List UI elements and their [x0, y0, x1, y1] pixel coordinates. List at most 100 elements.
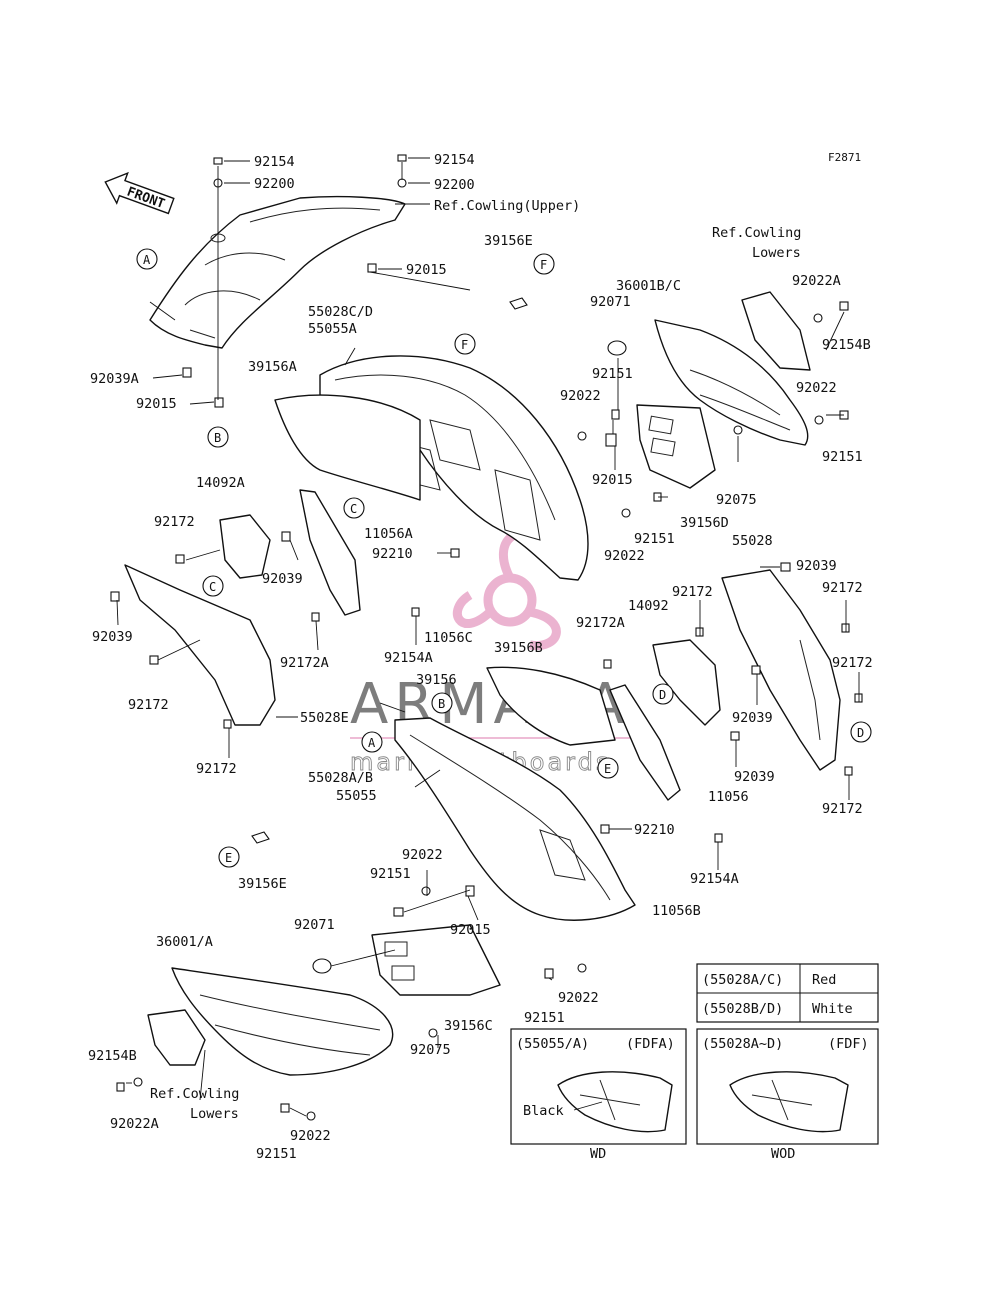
bracket-11056 [609, 684, 681, 801]
cowling-55028 [721, 569, 841, 771]
part-label: 92071 [590, 294, 631, 310]
part-label: 55055 [336, 788, 377, 804]
part-label: 92022 [402, 847, 443, 863]
sticker-39156a [274, 394, 421, 501]
part-label: Lowers [190, 1106, 239, 1122]
part-label: 92075 [716, 492, 757, 508]
part-label: 92022A [110, 1116, 159, 1132]
color-table: (55028A/C) Red (55028B/D) White [696, 963, 879, 1023]
fasteners [110, 154, 863, 1121]
sticker-39156e-bottom [251, 831, 270, 844]
part-label: 11056A [364, 526, 413, 542]
variant-note: Black [523, 1103, 564, 1119]
part-label: 92172 [672, 584, 713, 600]
front-arrow-icon: FRONT [104, 171, 175, 215]
part-label: 92022 [558, 990, 599, 1006]
part-label: 39156E [484, 233, 533, 249]
part-label: 11056C [424, 630, 473, 646]
part-label: 92022A [792, 273, 841, 289]
part-label: 55028E [300, 710, 349, 726]
part-label: 92039 [732, 710, 773, 726]
part-label: 92039 [796, 558, 837, 574]
part-label: 92151 [592, 366, 633, 382]
part-label: 92022 [560, 388, 601, 404]
part-label: 92210 [372, 546, 413, 562]
part-label: 55028A/B [308, 770, 373, 786]
part-label: 39156 [416, 672, 457, 688]
part-label: 92151 [634, 531, 675, 547]
part-label: 92015 [136, 396, 177, 412]
part-label: 92172A [280, 655, 329, 671]
color-code: (55028A/C) [702, 972, 783, 988]
duct-14092 [652, 639, 721, 726]
variant-part: (55028A~D) [702, 1036, 783, 1052]
part-label: 11056B [652, 903, 701, 919]
callout-letter: B [214, 431, 221, 445]
callout-letter: D [659, 688, 666, 702]
callout-letter: C [209, 580, 216, 594]
part-label: 92022 [290, 1128, 331, 1144]
figure-code: F2871 [828, 151, 861, 164]
part-label: 92039 [734, 769, 775, 785]
part-label: 39156C [444, 1018, 493, 1034]
part-label: 92154 [254, 154, 295, 170]
part-labels: 92154 92200 92154 92200 Ref.Cowling(Uppe… [88, 152, 873, 1162]
part-label: 92172 [822, 580, 863, 596]
part-label: 92039 [92, 629, 133, 645]
part-label: 92154A [384, 650, 433, 666]
lower-cowling-36001a [147, 967, 394, 1076]
color-name: White [812, 1001, 853, 1017]
part-label: 55028 [732, 533, 773, 549]
callout-letter: F [540, 258, 547, 272]
part-label: 14092 [628, 598, 669, 614]
part-label: 92151 [822, 449, 863, 465]
part-label: 92200 [254, 176, 295, 192]
callout-letter: C [350, 502, 357, 516]
callout-letter: E [604, 762, 611, 776]
part-label: 92154 [434, 152, 475, 168]
part-label: 36001B/C [616, 278, 681, 294]
part-label: 39156D [680, 515, 729, 531]
part-label: 39156A [248, 359, 297, 375]
duct-14092a [219, 514, 271, 579]
callout-letter: A [368, 736, 376, 750]
sticker-39156e-top [509, 297, 528, 310]
callout-letter: A [143, 253, 151, 267]
part-label: Ref.Cowling [712, 225, 801, 241]
part-label: 92154A [690, 871, 739, 887]
part-label: 92015 [406, 262, 447, 278]
part-label: 92172 [832, 655, 873, 671]
part-label: 11056 [708, 789, 749, 805]
reference-callouts: A B F F C C D D B A E E [136, 248, 872, 868]
part-label: 92151 [256, 1146, 297, 1162]
lower-cowling-36001bc [654, 291, 811, 446]
variant-model: (FDFA) [626, 1036, 675, 1052]
color-name: Red [812, 972, 836, 988]
sticker-39156 [486, 666, 616, 746]
part-label: 92154B [88, 1048, 137, 1064]
part-label: 92172A [576, 615, 625, 631]
variant-box-wd: (55055/A) (FDFA) Black WD [510, 1028, 687, 1162]
callout-letter: F [461, 338, 468, 352]
part-label: Ref.Cowling(Upper) [434, 198, 580, 214]
part-label: 92172 [822, 801, 863, 817]
variant-caption: WOD [771, 1146, 795, 1162]
part-label: 92172 [154, 514, 195, 530]
part-label: 55028C/D [308, 304, 373, 320]
variant-caption: WD [590, 1146, 606, 1162]
upper-cowling [149, 195, 406, 349]
part-label: 92039A [90, 371, 139, 387]
sticker-39156d [636, 404, 716, 489]
part-label: 92151 [370, 866, 411, 882]
part-label: 92022 [604, 548, 645, 564]
color-code: (55028B/D) [702, 1001, 783, 1017]
part-label: 55055A [308, 321, 357, 337]
part-label: 39156E [238, 876, 287, 892]
cowling-55028e [124, 564, 276, 726]
bracket-11056a [299, 489, 361, 616]
part-label: 14092A [196, 475, 245, 491]
callout-letter: D [857, 726, 864, 740]
part-label: 36001/A [156, 934, 213, 950]
part-label: 92039 [262, 571, 303, 587]
